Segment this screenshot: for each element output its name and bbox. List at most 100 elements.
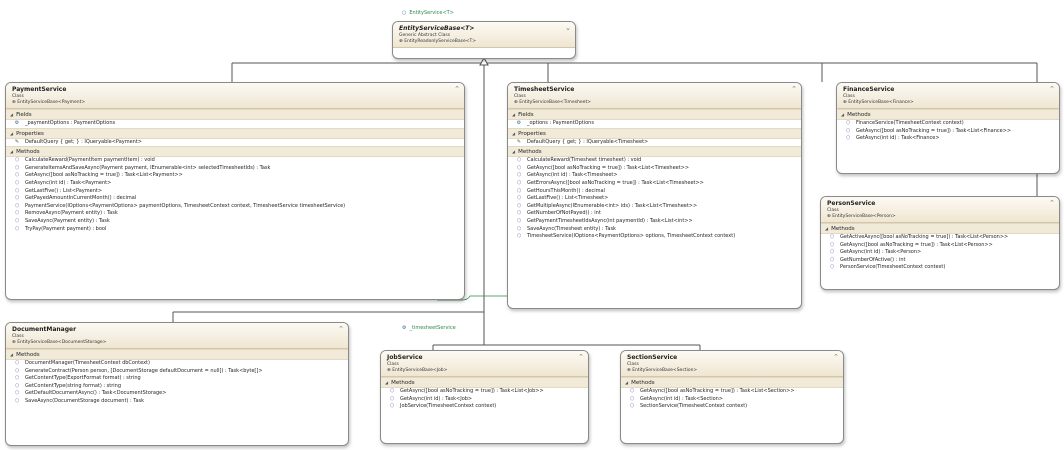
method-member[interactable]: ⬡GetLastFive() : List<Timesheet> bbox=[508, 195, 801, 203]
method-member[interactable]: ⬡GetAsync(int id) : Task<Person> bbox=[821, 249, 1059, 257]
method-member[interactable]: ⬡GetHoursThisMonth() : decimal bbox=[508, 188, 801, 196]
method-icon: ⬡ bbox=[516, 164, 522, 171]
section-label: Fields bbox=[518, 112, 534, 118]
section-label: Fields bbox=[16, 112, 32, 118]
method-member[interactable]: ⬡GetLastFive() : List<Payment> bbox=[6, 188, 464, 196]
method-member[interactable]: ⬡CalculateReward(Timesheet timesheet) : … bbox=[508, 157, 801, 165]
method-member[interactable]: ⬡GetAsync(int id) : Task<Section> bbox=[621, 396, 843, 404]
method-member[interactable]: ⬡GetAsync(int id) : Task<Payment> bbox=[6, 180, 464, 188]
section-header-methods[interactable]: ◢Methods bbox=[621, 377, 843, 388]
section-header-methods[interactable]: ◢Methods bbox=[6, 146, 464, 158]
method-member[interactable]: ⬡GetAsync(int id) : Task<Timesheet> bbox=[508, 172, 801, 180]
field-member[interactable]: ⚙_paymentOptions : PaymentOptions bbox=[6, 120, 464, 128]
method-member[interactable]: ⬡CalculateReward(PaymentItem paymentItem… bbox=[6, 157, 464, 165]
member-signature: GetAsync([bool asNoTracking = true]) : T… bbox=[640, 388, 795, 394]
property-member[interactable]: ✎DefaultQuery { get; } : IQueryable<Paym… bbox=[6, 139, 464, 147]
section-label: Methods bbox=[16, 352, 40, 358]
class-inherits: ⊕ EntityServiceBase<Section> bbox=[627, 368, 839, 374]
method-member[interactable]: ⬡SaveAsync(Timesheet entity) : Task bbox=[508, 226, 801, 234]
collapse-chevron-icon[interactable]: ⌄ bbox=[565, 24, 571, 32]
method-member[interactable]: ⬡JobService(TimesheetContext context) bbox=[381, 403, 588, 411]
collapse-triangle-icon: ◢ bbox=[841, 112, 845, 117]
method-member[interactable]: ⬡GetNumberOfActive() : int bbox=[821, 257, 1059, 265]
method-member[interactable]: ⬡GenerateItemsAndSaveAsync(Payment payme… bbox=[6, 165, 464, 173]
method-member[interactable]: ⬡GetContentType(string format) : string bbox=[6, 383, 348, 391]
section-header-methods[interactable]: ◢Methods bbox=[821, 223, 1059, 234]
method-member[interactable]: ⬡GetAsync([bool asNoTracking = true]) : … bbox=[837, 128, 1059, 136]
property-member[interactable]: ✎DefaultQuery { get; } : IQueryable<Time… bbox=[508, 139, 801, 147]
method-member[interactable]: ⬡GetMultipleAsync(IEnumerable<int> ids) … bbox=[508, 203, 801, 211]
collapse-chevron-icon[interactable]: ⌃ bbox=[578, 353, 584, 361]
section-header-fields[interactable]: ◢Fields bbox=[508, 109, 801, 120]
section-header-methods[interactable]: ◢Methods bbox=[381, 377, 588, 388]
class-inherits-name: EntityServiceBase<Person> bbox=[832, 214, 896, 219]
method-member[interactable]: ⬡PersonService(TimesheetContext context) bbox=[821, 264, 1059, 272]
method-member[interactable]: ⬡TimesheetService(IOptions<PaymentOption… bbox=[508, 233, 801, 241]
section-header-methods[interactable]: ◢Methods bbox=[6, 349, 348, 360]
method-member[interactable]: ⬡GetAsync([bool asNoTracking = true]) : … bbox=[621, 388, 843, 396]
class-box-entityservicebase[interactable]: EntityServiceBase<T> Generic Abstract Cl… bbox=[392, 21, 576, 59]
section-label: Methods bbox=[16, 149, 40, 156]
method-member[interactable]: ⬡RemoveAsync(Payment entity) : Task bbox=[6, 210, 464, 218]
method-member[interactable]: ⬡GetAsync([bool asNoTracking = true]) : … bbox=[381, 388, 588, 396]
method-member[interactable]: ⬡GetAsync(int id) : Task<Finance> bbox=[837, 135, 1059, 143]
member-signature: GetAsync(int id) : Task<Timesheet> bbox=[527, 172, 618, 179]
method-member[interactable]: ⬡SaveAsync(DocumentStorage document) : T… bbox=[6, 398, 348, 406]
method-member[interactable]: ⬡GetActiveAsync([bool asNoTracking = tru… bbox=[821, 234, 1059, 242]
section-label: Methods bbox=[631, 380, 655, 386]
member-signature: _paymentOptions : PaymentOptions bbox=[25, 120, 116, 126]
collapse-chevron-icon[interactable]: ⌃ bbox=[791, 85, 797, 93]
method-member[interactable]: ⬡FinanceService(TimesheetContext context… bbox=[837, 120, 1059, 128]
method-icon: ⬡ bbox=[845, 135, 851, 142]
member-signature: GenerateContract(Person person, [Documen… bbox=[25, 367, 263, 374]
method-member[interactable]: ⬡SaveAsync(Payment entity) : Task bbox=[6, 218, 464, 226]
collapse-triangle-icon: ◢ bbox=[512, 130, 516, 136]
method-member[interactable]: ⬡SectionService(TimesheetContext context… bbox=[621, 403, 843, 411]
class-kind: Class bbox=[827, 208, 839, 213]
method-member[interactable]: ⬡GetAsync(int id) : Task<Job> bbox=[381, 396, 588, 404]
method-member[interactable]: ⬡DocumentManager(TimesheetContext dbCont… bbox=[6, 360, 348, 368]
method-member[interactable]: ⬡GetAsync([bool asNoTracking = true]) : … bbox=[508, 165, 801, 173]
collapse-chevron-icon[interactable]: ⌃ bbox=[1049, 199, 1055, 207]
member-signature: FinanceService(TimesheetContext context) bbox=[856, 120, 964, 126]
method-member[interactable]: ⬡TryPay(Payment payment) : bool bbox=[6, 226, 464, 234]
member-signature: GetAsync([bool asNoTracking = true]) : T… bbox=[25, 172, 183, 179]
method-icon: ⬡ bbox=[14, 360, 20, 366]
method-icon: ⬡ bbox=[14, 164, 20, 171]
class-inherits: ⊕ EntityServiceBase<DocumentStorage> bbox=[12, 340, 344, 346]
section-header-properties[interactable]: ◢Properties bbox=[508, 127, 801, 139]
method-member[interactable]: ⬡GetPayedAmountInCurrentMonth() : decima… bbox=[6, 195, 464, 203]
method-member[interactable]: ⬡GetAsync([bool asNoTracking = true]) : … bbox=[6, 172, 464, 180]
class-kind: Class bbox=[514, 94, 526, 99]
field-member[interactable]: ⚙_options : PaymentOptions bbox=[508, 120, 801, 128]
collapse-chevron-icon[interactable]: ⌃ bbox=[454, 85, 460, 93]
collapse-chevron-icon[interactable]: ⌃ bbox=[833, 353, 839, 361]
section-header-properties[interactable]: ◢Properties bbox=[6, 127, 464, 139]
method-member[interactable]: ⬡GetDefaultDocumentAsync() : Task<Docume… bbox=[6, 390, 348, 398]
collapse-chevron-icon[interactable]: ⌃ bbox=[338, 325, 344, 333]
collapse-triangle-icon: ◢ bbox=[512, 112, 516, 117]
class-title: PaymentService bbox=[12, 86, 67, 93]
method-member[interactable]: ⬡GetPaymentTimesheetIdsAsync(int payment… bbox=[508, 218, 801, 226]
member-signature: TimesheetService(IOptions<PaymentOptions… bbox=[527, 233, 736, 240]
collapse-triangle-icon: ◢ bbox=[385, 380, 389, 385]
method-member[interactable]: ⬡GetContentType(ExportFormat format) : s… bbox=[6, 375, 348, 383]
method-member[interactable]: ⬡PaymentService(IOptions<PaymentOptions>… bbox=[6, 203, 464, 211]
method-member[interactable]: ⬡GetAsync([bool asNoTracking = true]) : … bbox=[821, 242, 1059, 250]
section-header-fields[interactable]: ◢Fields bbox=[6, 109, 464, 120]
section-header-methods[interactable]: ◢Methods bbox=[837, 109, 1059, 120]
method-member[interactable]: ⬡GenerateContract(Person person, [Docume… bbox=[6, 368, 348, 376]
class-kind: Class bbox=[12, 94, 24, 99]
method-member[interactable]: ⬡GetNumberOfNotPayed() : int bbox=[508, 210, 801, 218]
method-member[interactable]: ⬡GetErrorsAsync([bool asNoTracking = tru… bbox=[508, 180, 801, 188]
collapse-chevron-icon[interactable]: ⌃ bbox=[1049, 85, 1055, 93]
section-header-methods[interactable]: ◢Methods bbox=[508, 146, 801, 158]
method-icon: ⬡ bbox=[389, 403, 395, 410]
